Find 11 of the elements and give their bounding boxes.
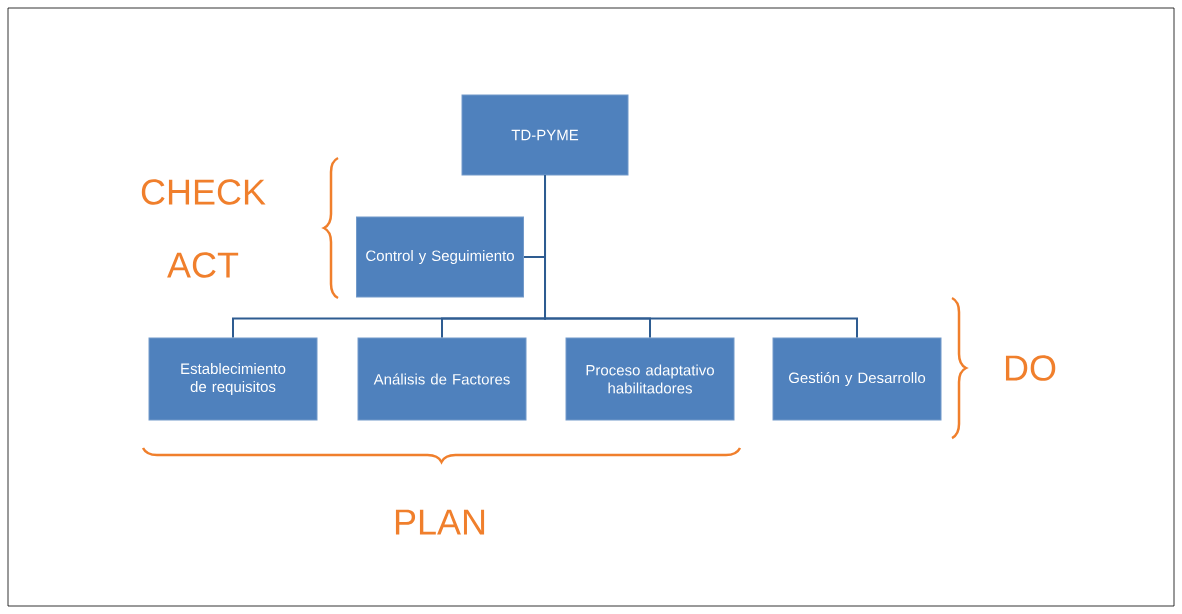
process-box: Gestión y Desarrollo — [772, 337, 942, 421]
phase-label: CHECK — [141, 179, 266, 205]
phase-label: ACT — [167, 252, 239, 278]
process-box: Proceso adaptativo habilitadores — [565, 337, 735, 421]
phase-label: DO — [1005, 355, 1056, 381]
process-box: Establecimiento de requisitos — [148, 337, 318, 421]
process-box: Análisis de Factores — [357, 337, 527, 421]
phase-label: PLAN — [395, 509, 485, 535]
connector — [544, 174, 858, 339]
process-box: Control y Seguimiento — [356, 216, 524, 298]
process-box: TD-PYME — [461, 94, 629, 176]
